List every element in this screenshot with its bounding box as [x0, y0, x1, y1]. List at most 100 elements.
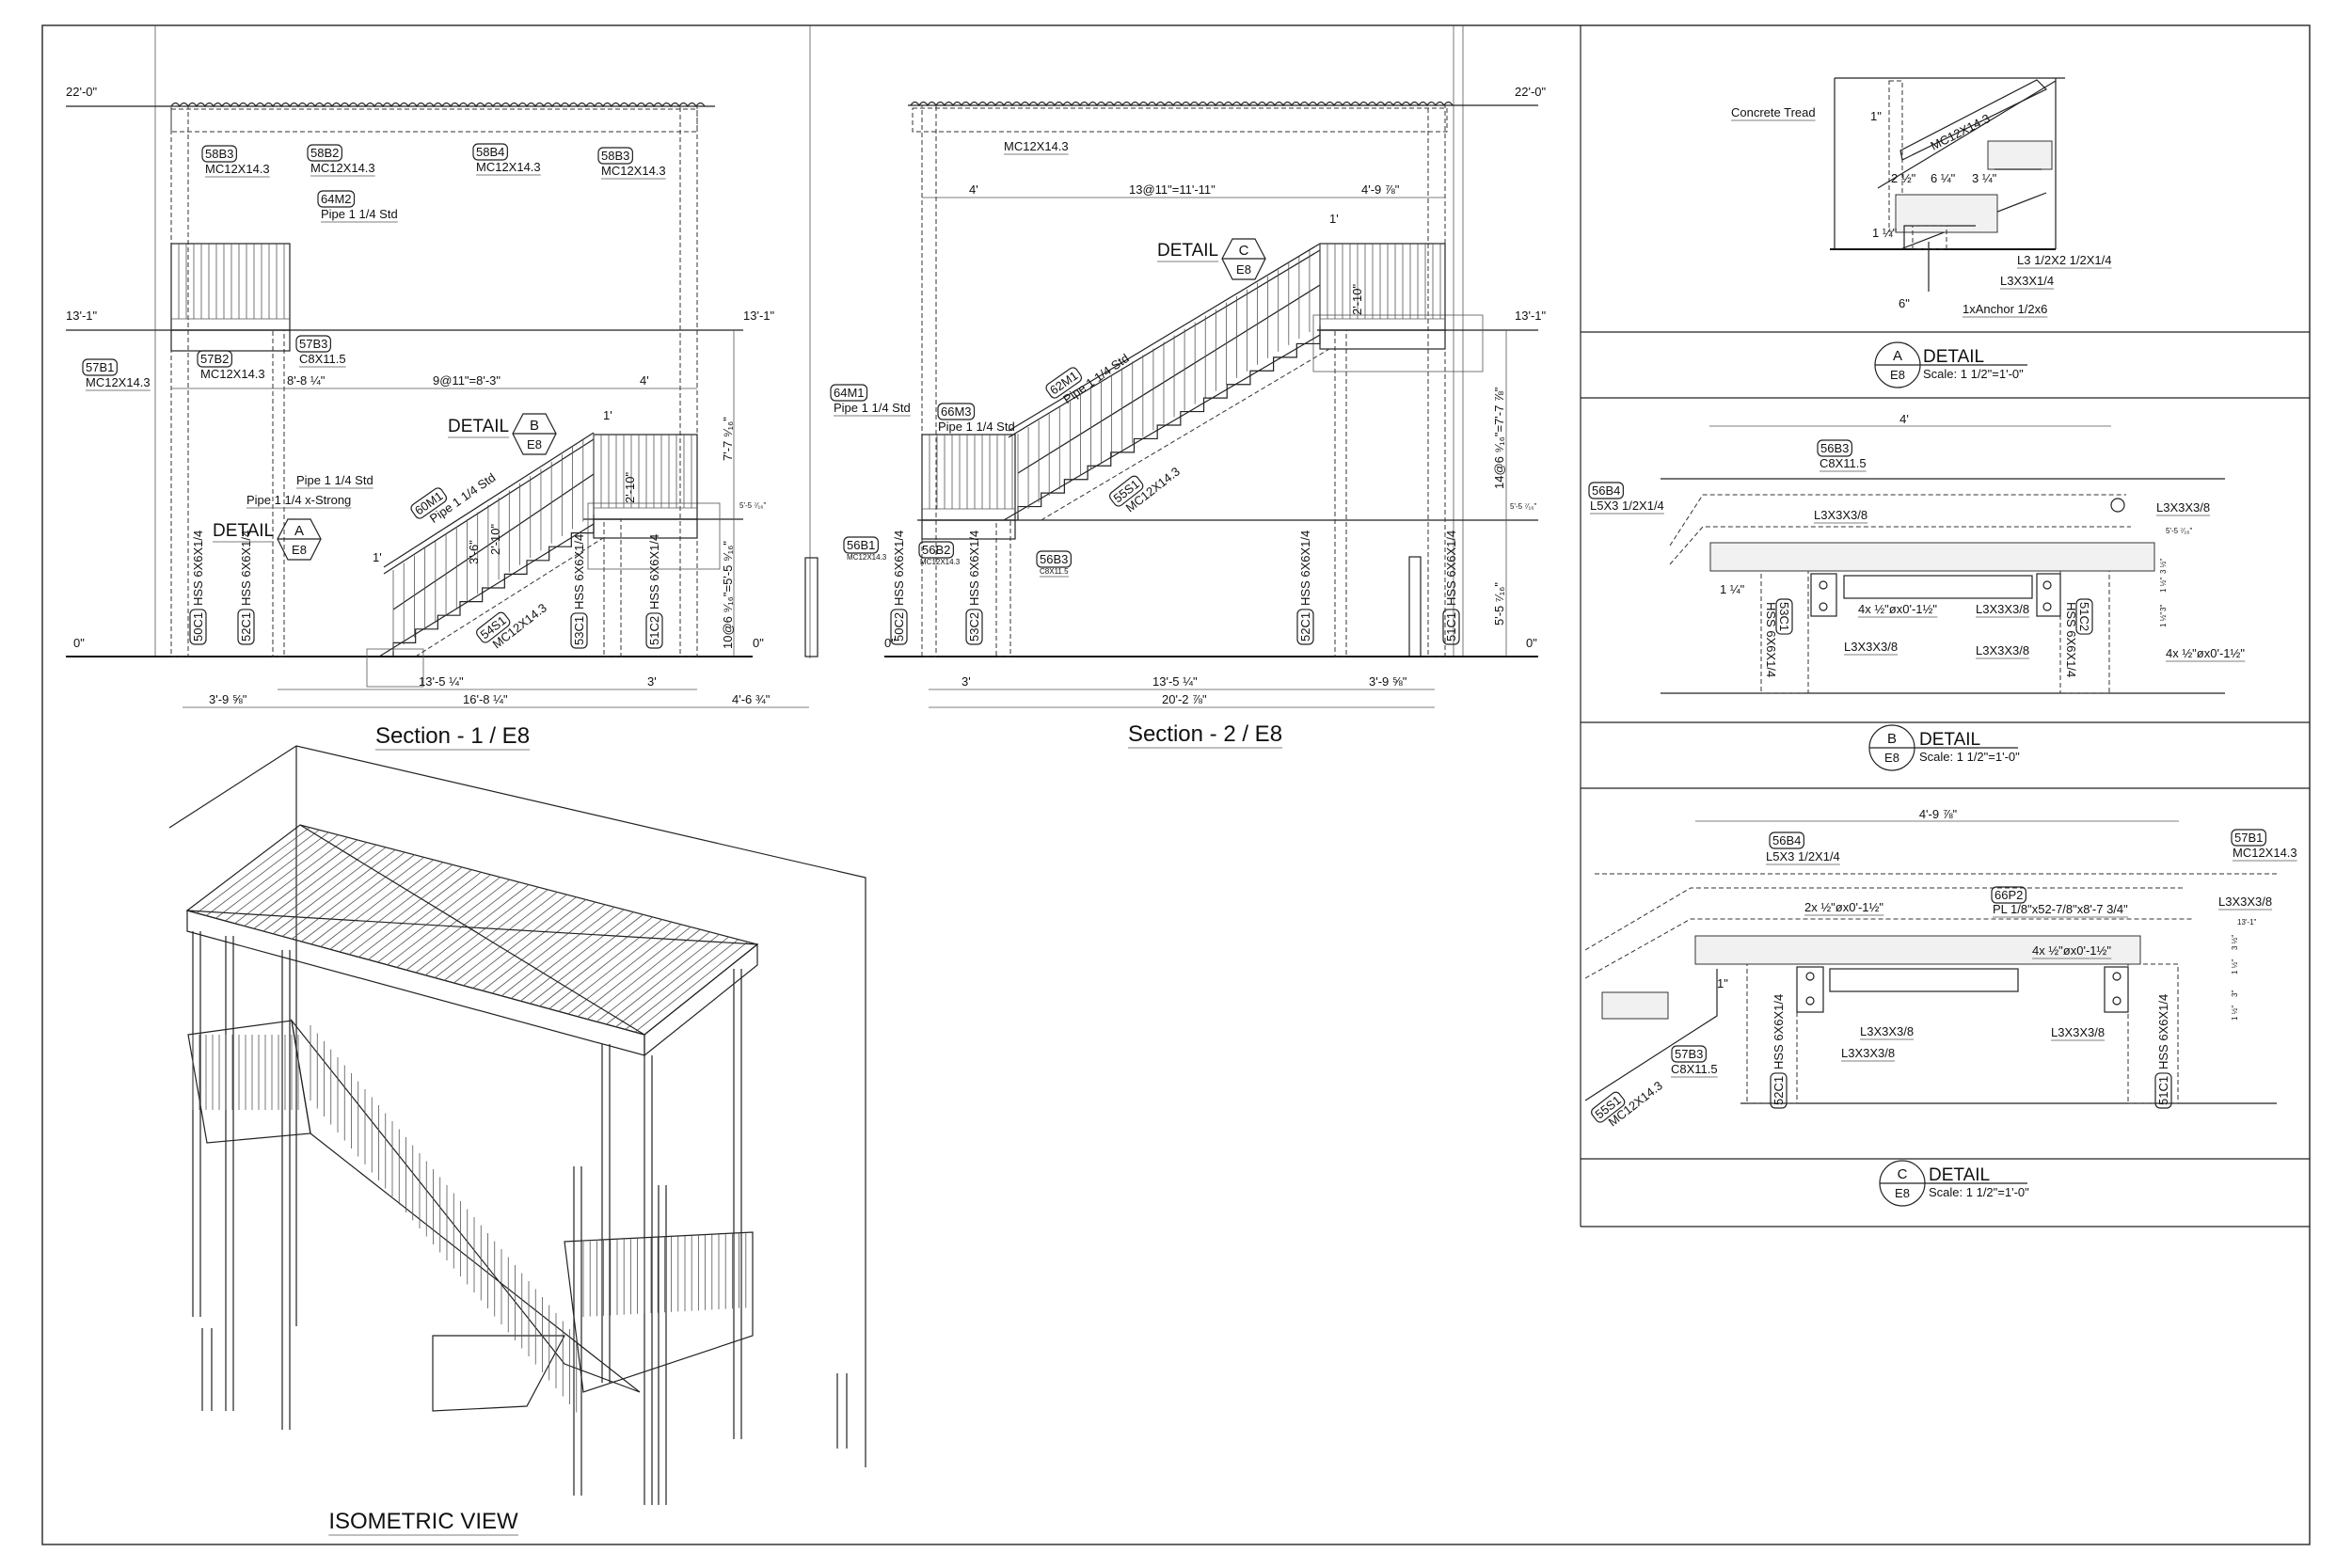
- iso-deck-rib: [320, 859, 434, 947]
- upper-landing-railing-2: [1319, 243, 1446, 331]
- iso-deck-rib: [282, 849, 396, 937]
- tag-57b1-c: 57B1: [2234, 831, 2263, 845]
- roof-beam-size: MC12X14.3: [1004, 139, 1069, 153]
- level-13ft-2: 13'-1": [1515, 309, 1547, 323]
- level-13ft: 13'-1": [66, 309, 98, 323]
- level-b: 5'-5 ⁷⁄₁₆": [2166, 527, 2192, 535]
- dim-3ft: 3': [647, 674, 657, 689]
- detail-c-title: DETAIL: [1929, 1165, 1990, 1185]
- section-2-title: Section - 2 / E8: [1128, 721, 1282, 747]
- tag-58b3-right: 58B3: [601, 149, 629, 163]
- iso-deck-rib: [387, 877, 501, 966]
- mark-tag-box: [1671, 1045, 1707, 1063]
- dim-13-5: 13'-5 ¼": [419, 674, 464, 689]
- iso-deck-rib: [520, 911, 634, 1002]
- mark-tag-box: [1109, 475, 1144, 507]
- note-angle-l3x3: L3X3X1/4: [2000, 274, 2054, 288]
- size-51c1-c: HSS 6X6X1/4: [2156, 994, 2170, 1069]
- dim-6-25: 6 ¼": [1931, 171, 1956, 185]
- tag-57b3: 57B3: [299, 337, 327, 351]
- iso-deck-rib: [244, 839, 358, 927]
- columns: [170, 105, 698, 657]
- isometric-structure: [185, 824, 848, 1505]
- detail-c-scale: Scale: 1 1/2"=1'-0": [1929, 1185, 2029, 1199]
- mark-tag-box: [937, 403, 976, 420]
- level-0: 0": [73, 636, 85, 650]
- dim-4-6: 4'-6 ¾": [732, 692, 771, 706]
- stair-flight: [378, 432, 604, 657]
- size-58b4: MC12X14.3: [476, 160, 541, 174]
- tag-50c2: 50C2: [892, 612, 906, 641]
- detail-a: Concrete Tread MC12X14.3 L3 1/2X2 1/2X1/…: [1731, 77, 2112, 388]
- mark-tag-box: [317, 190, 356, 208]
- detail-c-sheet: E8: [1236, 262, 1251, 277]
- upper-landing-railing: [170, 243, 291, 331]
- detail-a-title-sheet: E8: [1890, 368, 1905, 382]
- dim-3-25: 3 ¼": [1972, 171, 1997, 185]
- iso-deck-rib: [196, 827, 310, 914]
- dim-2-5: 2 ½": [1891, 171, 1916, 185]
- corrugated-deck: [910, 101, 1454, 107]
- iso-deck-rib: [444, 892, 558, 981]
- detail-a-letter: A: [294, 523, 304, 539]
- dim-5-5: 5'-5 ⁷⁄₁₆": [1492, 582, 1506, 626]
- iso-deck-rib: [377, 874, 491, 963]
- iso-deck-rib: [234, 836, 348, 925]
- dim-1in: 1": [1870, 109, 1882, 123]
- size-51c2: HSS 6X6X1/4: [647, 534, 661, 610]
- detail-a-sheet: E8: [292, 543, 307, 557]
- dim-1ft-2: 1': [1329, 212, 1339, 226]
- note-angle-l3-1-2: L3 1/2X2 1/2X1/4: [2017, 253, 2111, 267]
- guardrail-frame: [921, 434, 1016, 521]
- mark-tag-box: [307, 144, 342, 162]
- stair-treads: [1017, 330, 1321, 520]
- tag-52c1: 52C1: [239, 612, 253, 641]
- tag-58b3: 58B3: [205, 147, 233, 161]
- detail-b-title-sheet: E8: [1884, 751, 1899, 765]
- handrail-top-inner: [1008, 249, 1321, 438]
- dim-13-5-2: 13'-5 ¼": [1152, 674, 1198, 689]
- dim-6in: 6": [1899, 296, 1910, 310]
- dim-16-8: 16'-8 ¼": [463, 692, 508, 706]
- angle-c-1: L3X3X3/8: [2218, 895, 2272, 909]
- iso-deck-rib: [310, 857, 424, 945]
- mark-tag-box: [476, 611, 511, 643]
- tag-58b4: 58B4: [476, 145, 504, 159]
- iso-deck-rib: [472, 899, 586, 989]
- rail-height-3-6: 3'-6": [467, 540, 481, 564]
- tag-66m3: 66M3: [941, 404, 972, 419]
- dim-9-at-11: 9@11"=8'-3": [433, 373, 501, 388]
- detail-c-title-letter: C: [1898, 1166, 1908, 1182]
- tag-57b3-c: 57B3: [1675, 1047, 1703, 1061]
- guardrail-frame: [1319, 243, 1446, 331]
- size-56b4-b: L5X3 1/2X1/4: [1590, 499, 1664, 513]
- level-22ft-2: 22'-0": [1515, 85, 1547, 99]
- size-52c1: HSS 6X6X1/4: [239, 531, 253, 606]
- isometric-view: ISOMETRIC VIEW: [168, 745, 866, 1536]
- mark-tag-box: [2075, 598, 2093, 635]
- mark-tag-box: [410, 487, 448, 519]
- iso-deck-rib: [491, 904, 606, 994]
- tag-56b1: 56B1: [847, 538, 875, 552]
- dim-4ft: 4': [640, 373, 649, 388]
- tag-53c2: 53C2: [967, 612, 981, 641]
- mark-tag-box: [570, 612, 588, 649]
- mark-tag-box: [1769, 832, 1804, 849]
- detail-b-width: 4': [1899, 412, 1909, 426]
- iso-deck-rib: [339, 864, 453, 953]
- roof-deck-2: [910, 101, 1454, 107]
- mark-tag-box: [197, 350, 232, 368]
- level-mid: 5'-5 ⁷⁄₁₆": [739, 501, 766, 510]
- iso-deck-rib: [587, 928, 701, 1020]
- level-c: 13'-1": [2237, 918, 2257, 927]
- dim-c-1-5-a: 1 ½": [2231, 959, 2239, 974]
- iso-deck-rib: [215, 832, 329, 919]
- size-52c1-c: HSS 6X6X1/4: [1772, 994, 1786, 1069]
- tag-57b2: 57B2: [200, 352, 229, 366]
- size-50c2: HSS 6X6X1/4: [892, 531, 906, 606]
- size-53c1: HSS 6X6X1/4: [572, 534, 586, 610]
- section-2: MC12X14.3 4' 13@11"=11'-11" 4'-9 ⅞" 1' D…: [830, 25, 1547, 749]
- iso-deck-rib: [482, 901, 596, 991]
- size-50c1: HSS 6X6X1/4: [191, 531, 205, 606]
- mark-tag-box: [295, 335, 331, 353]
